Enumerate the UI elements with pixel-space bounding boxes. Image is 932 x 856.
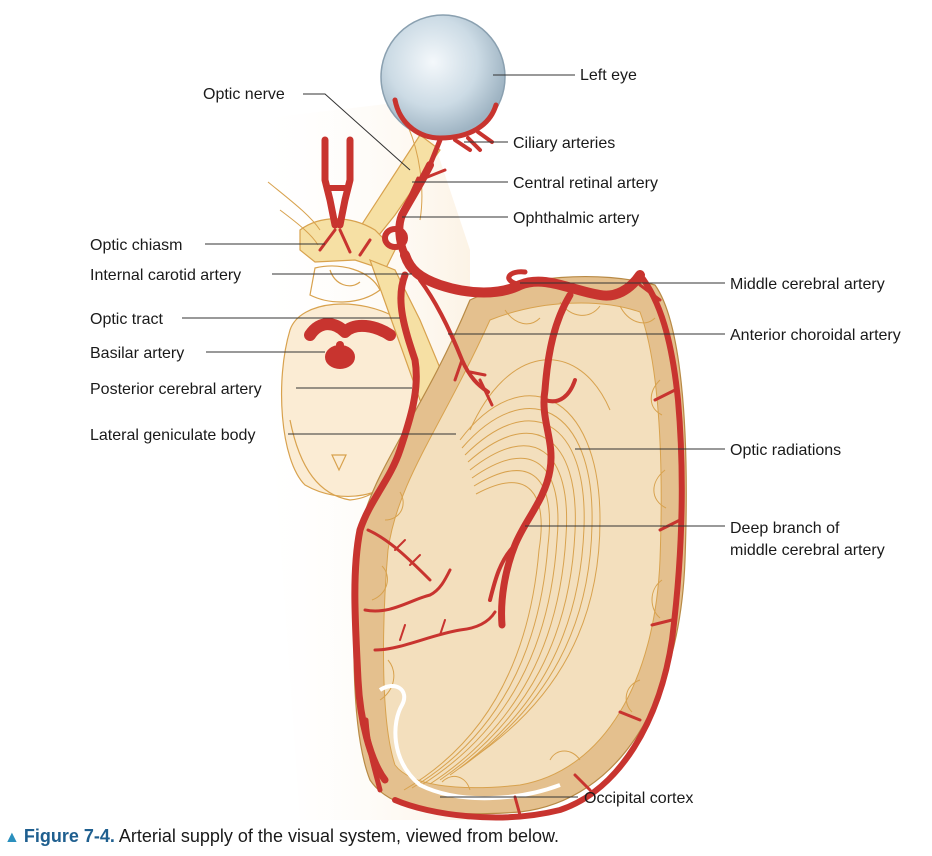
label-ophthalmic-artery: Ophthalmic artery (513, 210, 639, 227)
label-optic-chiasm: Optic chiasm (90, 237, 182, 254)
figure-caption: ▲Figure 7-4.Arterial supply of the visua… (4, 826, 924, 847)
hemisphere (353, 275, 687, 815)
label-middle-cerebral-artery: Middle cerebral artery (730, 276, 885, 293)
label-optic-radiations: Optic radiations (730, 442, 841, 459)
label-central-retinal-artery: Central retinal artery (513, 175, 658, 192)
label-posterior-cerebral-artery: Posterior cerebral artery (90, 381, 262, 398)
leader-lines (182, 74, 725, 798)
label-occipital-cortex: Occipital cortex (584, 790, 693, 807)
label-anterior-choroidal-artery: Anterior choroidal artery (730, 327, 901, 344)
labels: Left eye Optic nerve Ciliary arteries Ce… (90, 67, 901, 807)
optic-radiation-fibers (403, 359, 611, 791)
label-deep-branch-line1: Deep branch of (730, 520, 840, 537)
caption-triangle-icon: ▲ (4, 829, 20, 846)
label-internal-carotid-artery: Internal carotid artery (90, 267, 241, 284)
label-deep-branch-line2: middle cerebral artery (730, 542, 885, 559)
caption-text: Arterial supply of the visual system, vi… (118, 826, 560, 846)
label-basilar-artery: Basilar artery (90, 345, 184, 362)
label-ciliary-arteries: Ciliary arteries (513, 135, 615, 152)
label-optic-nerve: Optic nerve (203, 86, 285, 103)
label-optic-tract: Optic tract (90, 311, 163, 328)
label-lateral-geniculate-body: Lateral geniculate body (90, 427, 255, 444)
caption-figure-number: Figure 7-4. (23, 826, 115, 846)
label-left-eye: Left eye (580, 67, 637, 84)
arteries (304, 97, 685, 821)
